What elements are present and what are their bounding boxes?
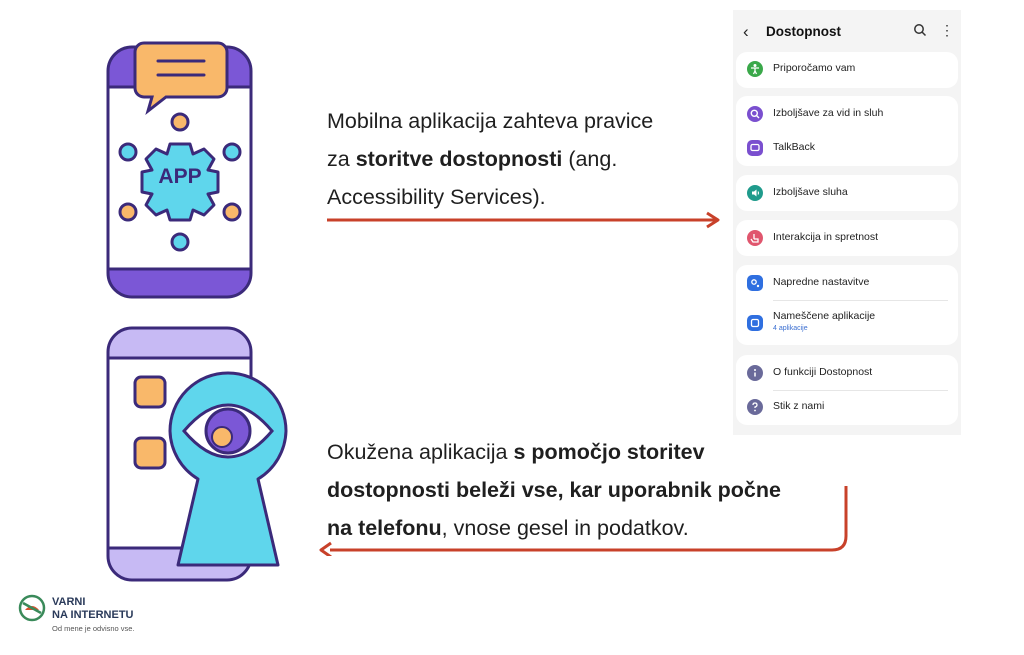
setting-item-talkback[interactable]: TalkBack	[736, 131, 958, 165]
settings-card-recommended: Priporočamo vam	[736, 52, 958, 88]
setting-label: Nameščene aplikacije	[773, 310, 876, 322]
setting-item-vision-hearing[interactable]: Izboljšave za vid in sluh	[736, 97, 958, 131]
bottom-line-3-post: , vnose gesel in podatkov.	[441, 516, 689, 540]
setting-label: TalkBack	[773, 141, 816, 153]
top-line-2-pre: za	[327, 147, 356, 171]
setting-label: O funkciji Dostopnost	[773, 366, 873, 378]
brand-line-1: VARNI	[52, 596, 86, 608]
setting-item-interaction[interactable]: Interakcija in spretnost	[736, 221, 958, 255]
talkback-chat-icon	[747, 140, 763, 156]
advanced-gear-icon	[747, 275, 763, 291]
settings-card-about: O funkciji Dostopnost Stik z nami	[736, 355, 958, 425]
app-badge-label: APP	[158, 165, 202, 188]
arrow-left-icon	[319, 486, 848, 556]
setting-item-contact[interactable]: Stik z nami	[736, 390, 958, 424]
eye-icon	[182, 403, 274, 459]
info-icon	[747, 365, 763, 381]
settings-card-hearing: Izboljšave sluha	[736, 175, 958, 211]
bottom-line-1-pre: Okužena aplikacija	[327, 440, 514, 464]
setting-label: Priporočamo vam	[773, 62, 856, 74]
more-options-icon[interactable]: ⋮	[940, 22, 954, 38]
setting-label: Napredne nastavitve	[773, 276, 870, 288]
setting-label: Izboljšave za vid in sluh	[773, 107, 884, 119]
top-line-2: za storitve dostopnosti (ang.	[327, 140, 717, 178]
keyhole-icon	[168, 371, 288, 567]
setting-item-about[interactable]: O funkciji Dostopnost	[736, 356, 958, 390]
top-line-1: Mobilna aplikacija zahteva pravice	[327, 109, 654, 133]
setting-item-installed-apps[interactable]: Nameščene aplikacije 4 aplikacije	[736, 306, 958, 344]
setting-sublabel: 4 aplikacije	[773, 325, 808, 332]
settings-header: ‹ Dostopnost ⋮	[733, 10, 961, 54]
vision-magnifier-icon	[747, 106, 763, 122]
settings-card-vision: Izboljšave za vid in sluh TalkBack	[736, 96, 958, 166]
brand-logo: VARNI NA INTERNETU Od mene je odvisno vs…	[18, 591, 178, 636]
bottom-line-1: Okužena aplikacija s pomočjo storitev	[327, 433, 797, 471]
arrow-right-icon	[327, 211, 720, 229]
search-icon[interactable]	[913, 23, 927, 37]
setting-item-recommended[interactable]: Priporočamo vam	[736, 52, 958, 86]
brand-tagline: Od mene je odvisno vse.	[52, 624, 135, 633]
divider	[773, 300, 948, 301]
hearing-speaker-icon	[747, 185, 763, 201]
top-line-2-bold: storitve dostopnosti	[355, 147, 563, 171]
bottom-line-2: dostopnosti beleži vse, kar uporabnik po…	[327, 471, 797, 509]
brand-line-2: NA INTERNETU	[52, 609, 134, 621]
setting-label: Izboljšave sluha	[773, 186, 848, 198]
setting-item-hearing[interactable]: Izboljšave sluha	[736, 176, 958, 210]
bottom-line-3-bold: na telefonu	[327, 516, 442, 540]
accessibility-person-icon	[747, 61, 763, 77]
settings-card-advanced: Napredne nastavitve Nameščene aplikacije…	[736, 265, 958, 345]
bottom-line-2-bold: dostopnosti beleži vse, kar uporabnik po…	[327, 478, 781, 502]
setting-label: Interakcija in spretnost	[773, 231, 879, 243]
bottom-description: Okužena aplikacija s pomočjo storitev do…	[327, 433, 797, 547]
setting-item-advanced[interactable]: Napredne nastavitve	[736, 266, 958, 300]
back-arrow-icon[interactable]: ‹	[743, 22, 749, 41]
bottom-line-3: na telefonu, vnose gesel in podatkov.	[327, 509, 797, 547]
app-phone-illustration	[106, 41, 253, 299]
brand-emblem-icon	[18, 594, 46, 622]
hand-pointer-icon	[747, 230, 763, 246]
divider	[773, 390, 948, 391]
help-question-icon	[747, 399, 763, 415]
spy-phone-illustration	[106, 326, 288, 582]
settings-title: Dostopnost	[766, 24, 841, 39]
bottom-line-1-bold: s pomočjo storitev	[513, 440, 705, 464]
gear-icon	[140, 142, 220, 222]
accessibility-settings-screen: ‹ Dostopnost ⋮ Priporočamo vam Izboljšav…	[733, 10, 961, 435]
settings-card-interaction: Interakcija in spretnost	[736, 220, 958, 256]
top-description: Mobilna aplikacija zahteva pravice za st…	[327, 102, 717, 216]
top-line-2-post: (ang.	[562, 147, 618, 171]
setting-label: Stik z nami	[773, 400, 825, 412]
installed-apps-icon	[747, 315, 763, 331]
top-line-3: Accessibility Services).	[327, 185, 546, 209]
